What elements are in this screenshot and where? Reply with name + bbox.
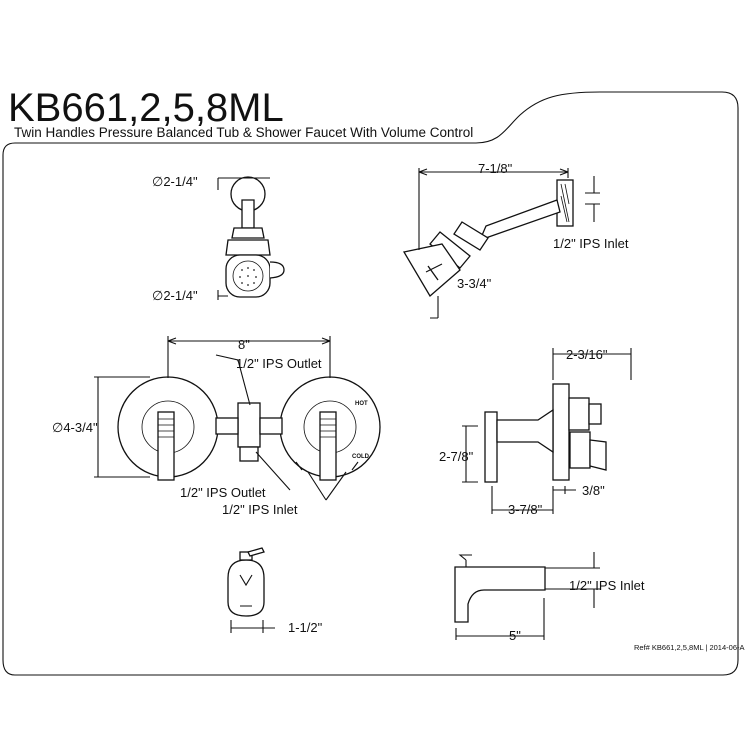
shower-inlet-label: 1/2" IPS Inlet xyxy=(553,236,629,251)
sheet-frame xyxy=(2,91,739,676)
product-description: Twin Handles Pressure Balanced Tub & Sho… xyxy=(14,125,473,140)
shower-head-front-view xyxy=(217,176,285,300)
spout-inlet-label: 1/2" IPS Inlet xyxy=(569,578,645,593)
handle-height-label: 2-7/8" xyxy=(439,449,474,464)
cold-label: COLD xyxy=(352,454,370,460)
diverter-view xyxy=(227,547,275,633)
shower-arm-length-label: 7-1/8" xyxy=(478,161,513,176)
flange-diameter-label: ∅4-3/4" xyxy=(52,420,98,435)
arm-bottom-diameter-label: ∅2-1/4" xyxy=(152,288,198,303)
handle-projection-label: 3-7/8" xyxy=(508,502,543,517)
valve-outlet-bottom-label: 1/2" IPS Outlet xyxy=(180,485,266,500)
spout-length-label: 5" xyxy=(509,628,521,643)
shower-arm-side-view xyxy=(402,168,600,319)
reference-code: Ref# KB661,2,5,8ML | 2014-06-A xyxy=(634,643,745,652)
valve-front-view xyxy=(94,336,381,501)
hot-label: HOT xyxy=(355,401,368,407)
stem-offset-label: 3/8" xyxy=(582,483,605,498)
valve-width-label: 8" xyxy=(238,337,250,352)
diverter-width-label: 1-1/2" xyxy=(288,620,323,635)
valve-outlet-top-label: 1/2" IPS Outlet xyxy=(236,356,322,371)
arm-top-diameter-label: ∅2-1/4" xyxy=(152,174,198,189)
valve-side-view xyxy=(462,348,632,514)
tub-spout-view xyxy=(454,552,600,640)
valve-depth-label: 2-3/16" xyxy=(566,347,608,362)
model-number: KB661,2,5,8ML xyxy=(8,86,284,130)
shower-arm-drop-label: 3-3/4" xyxy=(457,276,492,291)
valve-inlet-label: 1/2" IPS Inlet xyxy=(222,502,298,517)
